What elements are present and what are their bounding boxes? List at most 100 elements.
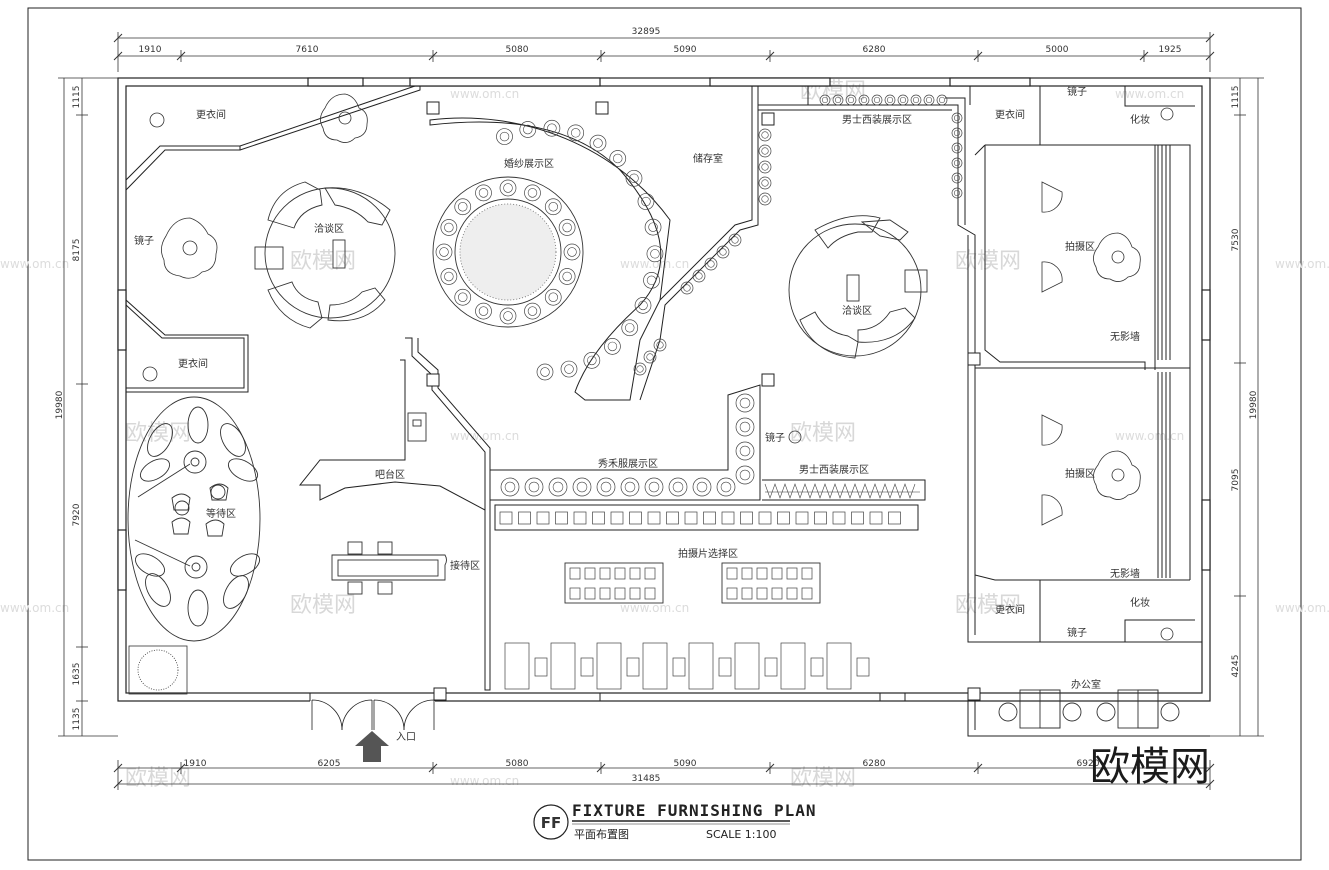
booth bbox=[826, 642, 852, 690]
dim-bottom: 6205 bbox=[318, 759, 341, 769]
gown-icon bbox=[704, 257, 718, 271]
label-mirror: 镜子 bbox=[1067, 85, 1087, 98]
dim-bottom: 6280 bbox=[863, 759, 886, 769]
gown-icon bbox=[845, 94, 857, 106]
gown-icon bbox=[567, 124, 585, 142]
booth-stool bbox=[672, 657, 686, 677]
dim-bottom: 6920 bbox=[1077, 759, 1100, 769]
studio-light-icon bbox=[1041, 494, 1063, 526]
gown-icon bbox=[475, 302, 492, 320]
display-box bbox=[721, 511, 735, 525]
chair-icon bbox=[801, 567, 813, 580]
gown-icon bbox=[548, 477, 568, 497]
dim-bottom: 1910 bbox=[184, 759, 207, 769]
gown-icon bbox=[500, 477, 520, 497]
gown-icon bbox=[633, 362, 647, 376]
display-box bbox=[703, 511, 716, 525]
gown-icon bbox=[572, 477, 592, 497]
booth bbox=[550, 642, 576, 690]
gown-icon bbox=[758, 192, 772, 206]
negotiation-left-set bbox=[254, 181, 396, 329]
watermark-brand: 欧模网 bbox=[790, 421, 856, 446]
label-mirror: 镜子 bbox=[1067, 626, 1087, 639]
dimension-texts: 32895 1910 7610 5080 5090 6280 5000 1925… bbox=[55, 27, 1259, 784]
booth-stool bbox=[626, 657, 640, 677]
label-shadowless-wall: 无影墙 bbox=[1110, 330, 1140, 343]
gown-icon bbox=[496, 128, 513, 145]
gown-icon bbox=[634, 297, 652, 314]
gown-icon bbox=[758, 176, 772, 190]
gown-icon bbox=[558, 268, 576, 285]
watermark-url: www.om.cn bbox=[450, 87, 519, 101]
chair-icon bbox=[771, 567, 783, 580]
gown-icon bbox=[910, 94, 922, 106]
gown-icon bbox=[454, 198, 472, 216]
gown-icon bbox=[951, 127, 963, 139]
watermark-brand: 欧模网 bbox=[790, 766, 856, 791]
dim-top: 1910 bbox=[139, 45, 162, 55]
title-block: FF FIXTURE FURNISHING PLAN 平面布置图 SCALE 1… bbox=[533, 801, 816, 841]
display-box bbox=[536, 511, 550, 525]
watermark-url: www.om.cn bbox=[450, 429, 519, 443]
display-box bbox=[573, 511, 587, 525]
chair-icon bbox=[756, 587, 768, 600]
chair-icon bbox=[801, 587, 813, 600]
entrance-arrow-icon bbox=[355, 731, 389, 762]
gown-icon bbox=[563, 243, 581, 261]
gown-icon bbox=[680, 281, 694, 295]
watermark-brand: 欧模网 bbox=[955, 593, 1021, 618]
display-box bbox=[814, 511, 827, 525]
booth bbox=[504, 642, 530, 690]
chair-icon bbox=[741, 587, 753, 600]
sheet-border bbox=[27, 7, 1302, 861]
gown-icon bbox=[951, 157, 963, 169]
gown-icon bbox=[758, 144, 772, 158]
label-office: 办公室 bbox=[1071, 678, 1101, 691]
wedding-display-round bbox=[432, 176, 584, 328]
plant-icon bbox=[1093, 232, 1141, 282]
chair-icon bbox=[569, 567, 581, 580]
watermark-brand: 欧模网 bbox=[125, 421, 191, 446]
gown-icon bbox=[871, 94, 883, 106]
waiting-area bbox=[127, 396, 261, 642]
gown-icon bbox=[758, 160, 772, 174]
watermark-url: www.om.cn bbox=[450, 774, 519, 788]
watermark-brand: 欧模网 bbox=[955, 249, 1021, 274]
booth bbox=[734, 642, 760, 690]
studio-light-icons bbox=[142, 107, 1174, 641]
watermark-url: www.om.cn bbox=[1275, 257, 1329, 271]
booth-stool bbox=[810, 657, 824, 677]
label-wedding-display: 婚纱展示区 bbox=[504, 157, 554, 170]
gown-icon bbox=[716, 477, 736, 497]
gown-icon bbox=[735, 417, 755, 437]
gown-icon bbox=[644, 477, 664, 497]
gown-icon bbox=[951, 172, 963, 184]
gown-icon bbox=[625, 169, 643, 187]
gown-icon bbox=[646, 245, 664, 263]
interior-walls bbox=[125, 85, 1210, 737]
lamp-icon bbox=[1160, 627, 1174, 641]
gown-icon bbox=[858, 94, 870, 106]
lamp-icon bbox=[1160, 107, 1174, 121]
dim-left: 8175 bbox=[72, 239, 82, 262]
dim-top: 5090 bbox=[674, 45, 697, 55]
dim-bottom: 5080 bbox=[506, 759, 529, 769]
label-dressing-room: 更衣间 bbox=[178, 357, 208, 370]
dim-left: 1635 bbox=[72, 663, 82, 686]
label-dressing-room: 更衣间 bbox=[995, 108, 1025, 121]
dim-right: 7530 bbox=[1231, 228, 1241, 251]
display-box bbox=[888, 511, 901, 525]
label-shooting-area: 拍摄区 bbox=[1065, 467, 1095, 480]
title-badge-text: FF bbox=[541, 814, 562, 832]
room-labels: 更衣间 镜子 洽谈区 更衣间 等待区 吧台区 接待区 婚纱展示区 储存室 男士西… bbox=[134, 85, 1150, 691]
booth bbox=[596, 642, 622, 690]
plan-subtitle: 平面布置图 bbox=[574, 828, 629, 841]
studio-light-icon bbox=[1041, 414, 1063, 446]
display-box bbox=[592, 511, 605, 525]
bottom-booths bbox=[504, 642, 870, 690]
chair-icon bbox=[569, 587, 581, 600]
dim-top: 7610 bbox=[296, 45, 319, 55]
gown-icon bbox=[653, 338, 667, 352]
chair-icon bbox=[756, 567, 768, 580]
label-mirror: 镜子 bbox=[134, 234, 154, 247]
